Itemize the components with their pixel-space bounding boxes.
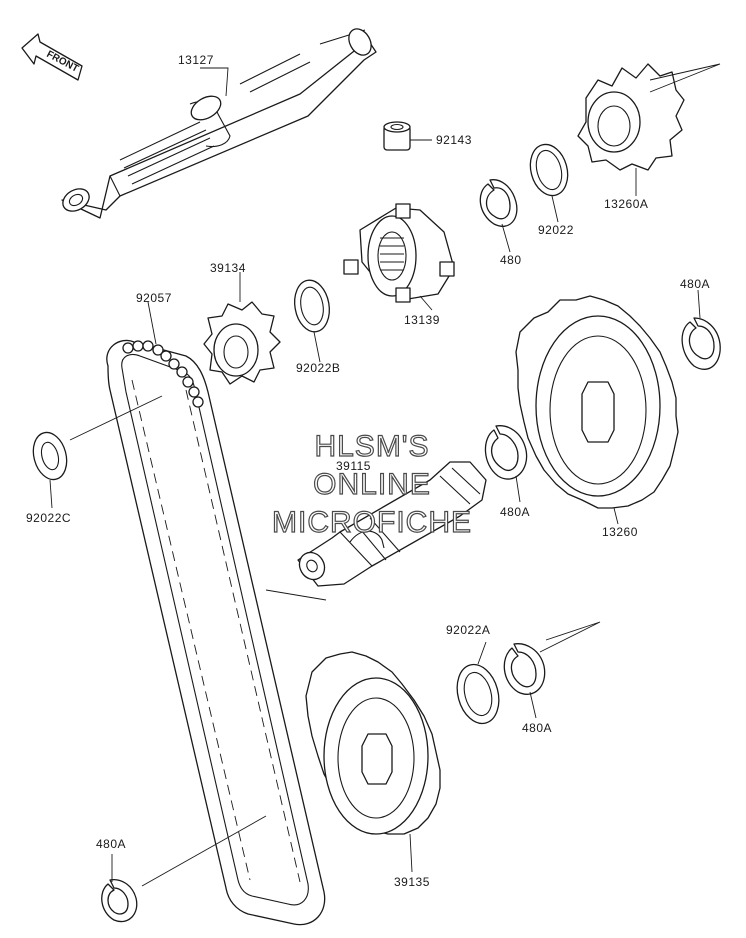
label-92022B: 92022B bbox=[296, 361, 340, 375]
label-480A-bottom: 480A bbox=[96, 837, 126, 851]
label-13260A: 13260A bbox=[604, 197, 648, 211]
shifter-13139 bbox=[343, 203, 455, 303]
label-39134: 39134 bbox=[210, 261, 246, 275]
shaft-13127 bbox=[61, 28, 377, 219]
sprocket-39134 bbox=[203, 301, 281, 385]
washer-92022C bbox=[32, 431, 68, 481]
front-arrow-icon: FRONT bbox=[21, 33, 83, 81]
circlip-480A-lower bbox=[503, 643, 546, 695]
label-92143: 92143 bbox=[436, 133, 472, 147]
label-92022: 92022 bbox=[538, 223, 574, 237]
watermark-line-1: HLSM'S bbox=[314, 430, 429, 463]
washer-92022A bbox=[456, 663, 500, 725]
washer-92022 bbox=[529, 143, 569, 197]
label-13127: 13127 bbox=[178, 53, 214, 67]
sprocket-13260 bbox=[515, 295, 679, 509]
leader-lines bbox=[49, 63, 721, 887]
label-39115: 39115 bbox=[336, 459, 371, 473]
label-480A-upper: 480A bbox=[680, 277, 710, 291]
circlip-480A-middle bbox=[484, 425, 528, 480]
label-92022A: 92022A bbox=[446, 623, 490, 637]
label-480: 480 bbox=[500, 253, 522, 267]
label-92022C: 92022C bbox=[26, 511, 71, 525]
shaft-39115 bbox=[297, 461, 487, 587]
sprocket-13260A bbox=[577, 63, 685, 171]
label-480A-lower: 480A bbox=[522, 721, 552, 735]
circlip-480 bbox=[479, 179, 518, 227]
label-13260: 13260 bbox=[602, 525, 638, 539]
watermark-line-3: MICROFICHE bbox=[272, 506, 472, 539]
label-13139: 13139 bbox=[404, 313, 440, 327]
chain-links bbox=[122, 340, 204, 408]
label-39135: 39135 bbox=[394, 875, 430, 889]
sprocket-39135 bbox=[305, 651, 441, 835]
watermark-line-2: ONLINE bbox=[313, 468, 431, 501]
chain-92057 bbox=[106, 339, 326, 926]
label-480A-middle: 480A bbox=[500, 505, 530, 519]
label-92057: 92057 bbox=[136, 291, 172, 305]
circlip-480A-bottom bbox=[101, 878, 138, 923]
circlip-480A-upper bbox=[681, 317, 721, 370]
sleeve-92143 bbox=[383, 121, 411, 151]
watermark: HLSM'S ONLINE MICROFICHE bbox=[271, 429, 472, 539]
washer-92022B bbox=[294, 279, 330, 333]
